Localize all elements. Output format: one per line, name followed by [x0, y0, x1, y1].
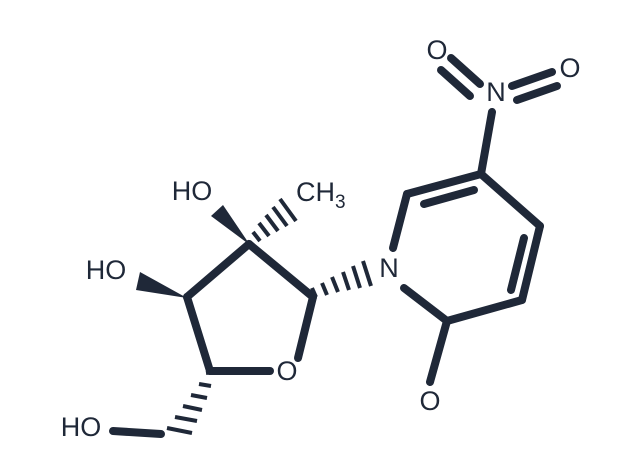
carbonyl-group — [426, 317, 451, 386]
bond-c6-c5-inner — [420, 186, 478, 208]
nitro-group — [437, 54, 561, 178]
atom-label-nitro-o-right: O — [559, 53, 580, 83]
atom-label-ring-o: O — [276, 356, 297, 386]
bond-c3-c2 — [443, 296, 526, 325]
bond-c2-n1 — [400, 284, 451, 325]
methyl-subscript: 3 — [335, 192, 346, 213]
atom-label-oh-bottom: HO — [61, 412, 102, 442]
bond-c4-c3-inner — [507, 234, 528, 294]
bond-c5-c4 — [477, 170, 544, 230]
atom-label-methyl: CH3 — [296, 177, 346, 213]
bond-ch2-oh — [109, 427, 165, 438]
hashed-bond-c1-n — [310, 260, 373, 298]
bond-n-o-right-a — [508, 68, 556, 90]
atom-label-ring-n: N — [379, 253, 399, 283]
bond-o-c1-sugar — [294, 293, 317, 362]
methyl-main: CH — [296, 177, 335, 207]
bond-c6-c5 — [403, 170, 485, 198]
wedge-bond-c2-oh — [211, 205, 250, 245]
bond-c2-c3-sugar — [183, 240, 253, 301]
atom-label-nitro-o-left: O — [426, 35, 447, 65]
bond-n1-c6 — [389, 190, 411, 252]
bond-n-o-left-a — [447, 54, 484, 88]
bond-c2-o — [426, 317, 451, 386]
atom-label-oh-top: HO — [172, 176, 213, 206]
pyridinone-ring — [389, 170, 544, 325]
bond-n-o-left-b — [437, 66, 474, 100]
bond-c4-c3 — [518, 222, 544, 304]
bond-c3-c4-sugar — [183, 293, 214, 375]
atom-label-nitro-n: N — [486, 77, 506, 107]
wedge-bond-c3-oh — [136, 272, 187, 298]
bond-c1-c2-sugar — [245, 240, 317, 301]
hashed-bond-c2-methyl — [245, 197, 298, 248]
atom-label-carbonyl-o: O — [419, 386, 440, 416]
hashed-bond-c4-ch2 — [166, 370, 214, 435]
bond-c5-n-nitro — [477, 108, 496, 178]
furanose-ring — [183, 240, 317, 375]
bond-n-o-right-b — [513, 82, 561, 104]
atom-label-oh-left: HO — [86, 255, 127, 285]
